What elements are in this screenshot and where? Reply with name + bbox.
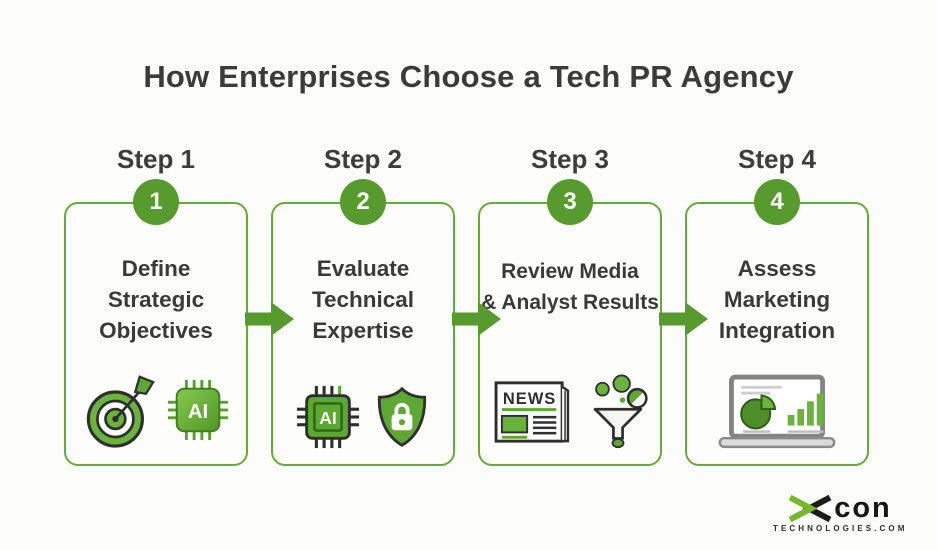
step-1-badge: 1 <box>133 179 179 225</box>
step-3-title: Review Media & Analyst Results <box>481 260 659 314</box>
arrow-step3-to-step4-icon <box>659 302 708 336</box>
step-2-badge: 2 <box>340 179 386 225</box>
xcon-logo: con TECHNOLOGIES.COM <box>773 492 908 534</box>
step-2-column: Step 2 2 Evaluate Technical Expertise <box>271 145 455 466</box>
svg-text:NEWS: NEWS <box>503 390 556 408</box>
svg-text:AI: AI <box>319 408 336 428</box>
ai-chip-outline-icon: AI <box>296 385 360 449</box>
step-1-label: Step 1 <box>116 144 196 174</box>
xcon-x-icon <box>788 494 832 522</box>
step-2-icons: AI <box>273 384 453 450</box>
step-1-icons: AI <box>66 370 246 450</box>
step-2-title: Evaluate Technical Expertise <box>311 256 415 343</box>
shield-lock-icon <box>377 386 427 447</box>
arrow-step2-to-step3-icon <box>452 302 501 336</box>
xcon-logo-tagline: TECHNOLOGIES.COM <box>773 524 908 533</box>
ai-chip-icon: AI <box>167 379 229 441</box>
step-1-title: Define Strategic Objectives <box>99 256 213 343</box>
target-icon <box>86 375 155 448</box>
step-3-label: Step 3 <box>530 144 610 174</box>
step-2-card: 2 Evaluate Technical Expertise <box>271 179 455 466</box>
xcon-logo-text: con <box>834 492 892 524</box>
step-4-title: Assess Marketing Integration <box>718 256 836 343</box>
funnel-icon <box>593 374 648 449</box>
step-4-column: Step 4 4 Assess Marketing Integration <box>685 145 869 466</box>
svg-text:AI: AI <box>188 401 208 423</box>
step-3-card: 3 Review Media & Analyst Results NEWS <box>478 179 662 466</box>
xcon-logo-row: con <box>773 492 907 524</box>
step-2-label: Step 2 <box>323 144 403 174</box>
step-4-label: Step 4 <box>737 144 817 174</box>
step-4-card: 4 Assess Marketing Integration <box>685 179 869 466</box>
step-3-icons: NEWS <box>480 374 660 450</box>
step-3-column: Step 3 3 Review Media & Analyst Results … <box>478 145 662 466</box>
page-title: How Enterprises Choose a Tech PR Agency <box>143 58 794 94</box>
arrow-step1-to-step2-icon <box>245 302 294 336</box>
newspaper-icon: NEWS <box>494 381 570 443</box>
step-3-badge: 3 <box>547 179 593 225</box>
step-4-badge: 4 <box>754 179 800 225</box>
laptop-analytics-icon <box>718 374 836 449</box>
steps-row: Step 1 1 Define Strategic Objectives <box>64 145 869 466</box>
step-1-column: Step 1 1 Define Strategic Objectives <box>64 145 248 466</box>
step-1-card: 1 Define Strategic Objectives <box>64 179 248 466</box>
step-4-icons <box>687 374 867 450</box>
